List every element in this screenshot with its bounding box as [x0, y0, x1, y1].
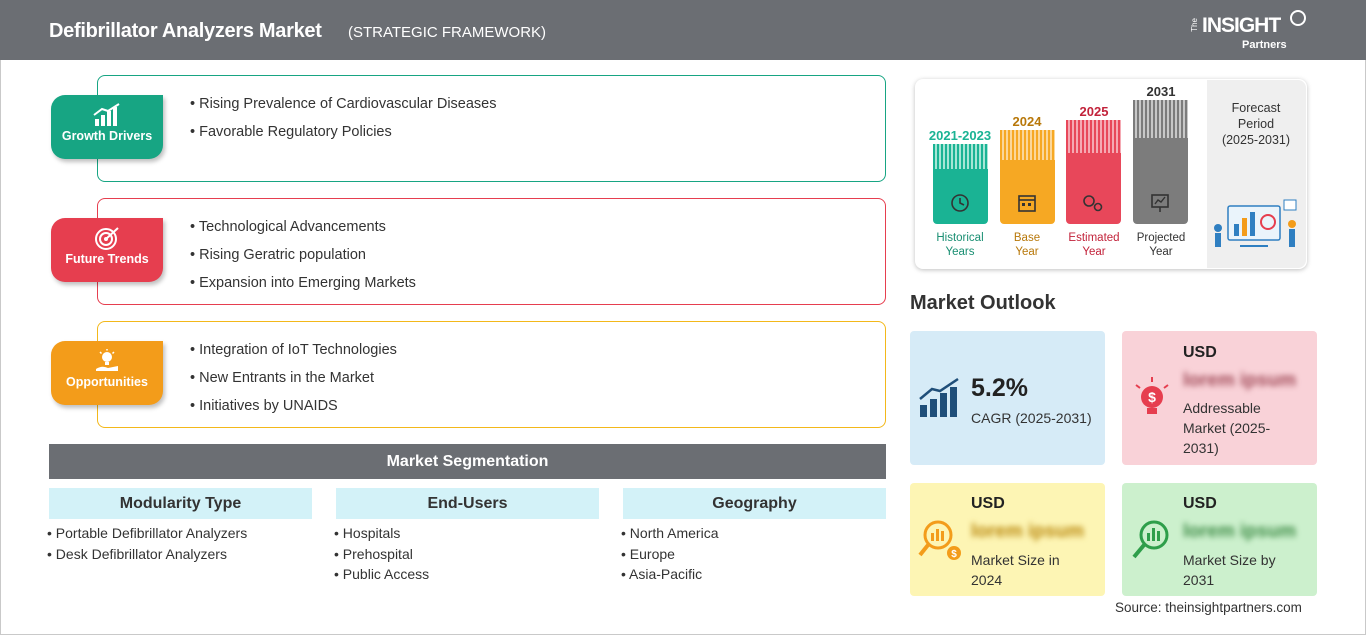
bar-body	[1000, 160, 1055, 224]
logo-insight-text: INSIGHT	[1202, 14, 1281, 37]
market-size-2024-label: Market Size in 2024	[971, 552, 1060, 588]
blurred-value: lorem ipsum	[1183, 370, 1296, 391]
svg-text:$: $	[951, 549, 957, 560]
currency-label: USD	[1183, 495, 1217, 512]
list-item: • North America	[621, 525, 719, 541]
bar-stripes	[1066, 120, 1121, 153]
growth-chart-icon	[93, 103, 120, 126]
list-item: • Portable Defibrillator Analyzers	[47, 525, 248, 541]
timeline-bar-estimated	[1066, 120, 1121, 224]
cagr-card: 5.2% CAGR (2025-2031)	[910, 331, 1105, 465]
list-item: • Public Access	[334, 566, 430, 582]
list-item: • Asia-Pacific	[621, 566, 703, 582]
growth-drivers-badge: Growth Drivers	[51, 95, 163, 159]
list-item: • New Entrants in the Market	[190, 370, 374, 386]
list-item: • Desk Defibrillator Analyzers	[47, 545, 227, 562]
cagr-value: 5.2%	[971, 374, 1028, 402]
future-trends-card: • Technological Advancements • Rising Ge…	[97, 198, 886, 305]
list-item: • Initiatives by UNAIDS	[190, 398, 338, 414]
blurred-value: lorem ipsum	[971, 521, 1084, 542]
list-item: • Hospitals	[334, 525, 401, 541]
bar-body	[933, 169, 988, 224]
future-trends-label: Future Trends	[65, 252, 149, 266]
history-clock-icon	[951, 194, 969, 212]
logo-ring-icon	[1290, 10, 1306, 26]
segment-heading-modularity: Modularity Type	[49, 488, 312, 519]
list-item: • Technological Advancements	[190, 219, 386, 235]
list-item: • Favorable Regulatory Policies	[190, 124, 392, 140]
list-item: • Expansion into Emerging Markets	[190, 275, 416, 291]
list-item: • Rising Prevalence of Cardiovascular Di…	[190, 96, 497, 112]
market-size-2031-label: Market Size by 2031	[1183, 552, 1276, 588]
addressable-market-label: Addressable Market (2025- 2031)	[1183, 400, 1271, 456]
logo-the-text: The	[1190, 18, 1199, 32]
segment-heading-geography: Geography	[623, 488, 886, 519]
market-size-2024-card: USD lorem ipsum $ Market Size in 2024	[910, 483, 1105, 596]
insight-partners-logo[interactable]: The INSIGHT Partners	[1190, 10, 1310, 54]
blurred-value: lorem ipsum	[1183, 521, 1296, 542]
timeline-year-base: 2024	[1012, 114, 1042, 129]
segment-list-end-users: • Hospitals • Prehospital • Public Acces…	[334, 525, 429, 587]
timeline-bar-base	[1000, 130, 1055, 224]
timeline-bar-historical	[933, 144, 988, 224]
forecast-period-text: Forecast Period (2025-2031)	[1221, 101, 1291, 147]
svg-text:$: $	[1148, 389, 1156, 405]
currency-label: USD	[971, 495, 1005, 512]
target-icon	[95, 227, 119, 250]
logo-partners-text: Partners	[1242, 39, 1287, 51]
bar-stripes	[1133, 100, 1188, 138]
growth-drivers-card: • Rising Prevalence of Cardiovascular Di…	[97, 75, 886, 182]
opportunities-badge: Opportunities	[51, 341, 163, 405]
market-segmentation-header: Market Segmentation	[49, 444, 886, 479]
segment-list-geography: • North America • Europe • Asia-Pacific	[621, 525, 719, 587]
gears-icon	[1083, 195, 1103, 212]
currency-label: USD	[1183, 344, 1217, 361]
bar-stripes	[1000, 130, 1055, 160]
lightbulb-dollar-icon: $	[1135, 377, 1169, 414]
list-item: • Rising Geratric population	[190, 247, 366, 263]
analytics-people-icon	[1214, 199, 1297, 247]
magnifier-chart-icon	[1132, 520, 1169, 559]
market-size-2031-card: USD lorem ipsum Market Size by 2031	[1122, 483, 1317, 596]
list-item: • Europe	[621, 545, 675, 562]
calendar-icon	[1018, 195, 1036, 212]
market-outlook-title: Market Outlook	[910, 292, 1056, 314]
growth-drivers-label: Growth Drivers	[61, 129, 153, 143]
magnifier-coins-icon: $	[918, 520, 961, 560]
timeline-bar-projected	[1133, 100, 1188, 224]
opportunities-card: • Integration of IoT Technologies • New …	[97, 321, 886, 428]
segment-list-modularity: • Portable Defibrillator Analyzers • Des…	[47, 525, 247, 566]
future-trends-list: • Technological Advancements • Rising Ge…	[190, 219, 416, 303]
opportunities-list: • Integration of IoT Technologies • New …	[190, 342, 397, 426]
presentation-icon	[1151, 194, 1169, 212]
timeline-year-projected: 2031	[1146, 84, 1176, 99]
segment-heading-end-users: End-Users	[336, 488, 599, 519]
future-trends-badge: Future Trends	[51, 218, 163, 282]
growth-chart-icon	[919, 377, 959, 417]
page-subtitle: (STRATEGIC FRAMEWORK)	[348, 24, 547, 41]
list-item: • Integration of IoT Technologies	[190, 342, 397, 358]
page-header: Defibrillator Analyzers Market (STRATEGI…	[0, 0, 1366, 60]
source-credit: Source: theinsightpartners.com	[1115, 600, 1302, 615]
opportunities-label: Opportunities	[66, 375, 148, 389]
growth-drivers-list: • Rising Prevalence of Cardiovascular Di…	[190, 96, 497, 152]
timeline-year-estimated: 2025	[1079, 104, 1109, 119]
cagr-label: CAGR (2025-2031)	[971, 410, 1092, 426]
lightbulb-hand-icon	[96, 349, 118, 371]
addressable-market-card: USD lorem ipsum $ Addressable Market (20…	[1122, 331, 1317, 465]
timeline-year-historical: 2021-2023	[928, 128, 992, 143]
list-item: • Prehospital	[334, 545, 413, 562]
bar-stripes	[933, 144, 988, 169]
page-title: Defibrillator Analyzers Market	[49, 20, 322, 42]
bar-body	[1066, 153, 1121, 224]
